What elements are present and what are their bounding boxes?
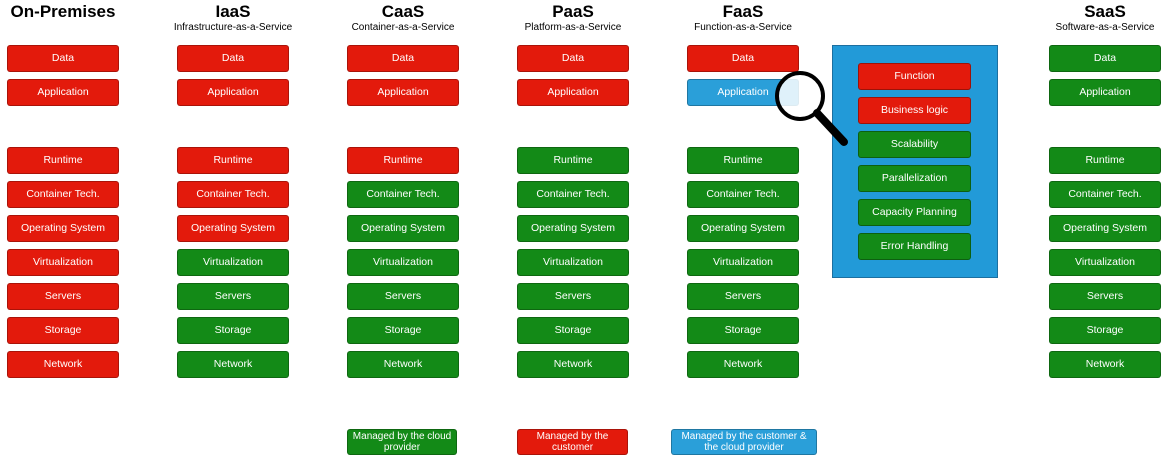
legend-shared: Managed by the customer & the cloud prov… xyxy=(671,429,817,455)
layer-operating-system: Operating System xyxy=(517,215,629,242)
layer-container-tech: Container Tech. xyxy=(1049,181,1161,208)
layer-servers: Servers xyxy=(347,283,459,310)
legend-customer-label: Managed by the customer xyxy=(536,431,609,453)
faas-detail-parallelization: Parallelization xyxy=(858,165,971,192)
layer-runtime: Runtime xyxy=(177,147,289,174)
layer-network: Network xyxy=(1049,351,1161,378)
layer-application: Application xyxy=(177,79,289,106)
layer-application: Application xyxy=(7,79,119,106)
layer-network: Network xyxy=(517,351,629,378)
column-title: SaaS xyxy=(1084,2,1126,21)
layer-storage: Storage xyxy=(1049,317,1161,344)
magnifier-icon xyxy=(775,71,848,146)
layer-operating-system: Operating System xyxy=(687,215,799,242)
layer-servers: Servers xyxy=(7,283,119,310)
layer-application: Application xyxy=(517,79,629,106)
faas-detail-function: Function xyxy=(858,63,971,90)
column-subtitle: Container-as-a-Service xyxy=(351,22,455,33)
layer-application: Application xyxy=(1049,79,1161,106)
layer-container-tech: Container Tech. xyxy=(517,181,629,208)
layer-storage: Storage xyxy=(687,317,799,344)
layer-operating-system: Operating System xyxy=(347,215,459,242)
layer-virtualization: Virtualization xyxy=(687,249,799,276)
layer-container-tech: Container Tech. xyxy=(347,181,459,208)
layer-servers: Servers xyxy=(687,283,799,310)
layer-container-tech: Container Tech. xyxy=(177,181,289,208)
layer-data: Data xyxy=(347,45,459,72)
faas-detail-scalability: Scalability xyxy=(858,131,971,158)
column-title: On-Premises xyxy=(10,2,116,21)
layer-operating-system: Operating System xyxy=(1049,215,1161,242)
faas-detail-error-handling: Error Handling xyxy=(858,233,971,260)
layer-virtualization: Virtualization xyxy=(177,249,289,276)
layer-application: Application xyxy=(347,79,459,106)
layer-network: Network xyxy=(347,351,459,378)
layer-data: Data xyxy=(177,45,289,72)
layer-runtime: Runtime xyxy=(7,147,119,174)
layer-servers: Servers xyxy=(1049,283,1161,310)
layer-runtime: Runtime xyxy=(347,147,459,174)
legend-shared-label: Managed by the customer & the cloud prov… xyxy=(681,431,807,453)
column-title: PaaS xyxy=(552,2,594,21)
column-title: CaaS xyxy=(381,2,425,21)
faas-detail-capacity-planning: Capacity Planning xyxy=(858,199,971,226)
legend-provider-label: Managed by the cloud provider xyxy=(352,431,452,453)
legend-customer: Managed by the customer xyxy=(517,429,628,455)
column-subtitle: Platform-as-a-Service xyxy=(524,22,622,33)
column-subtitle: Software-as-a-Service xyxy=(1055,22,1155,33)
layer-storage: Storage xyxy=(7,317,119,344)
layer-operating-system: Operating System xyxy=(7,215,119,242)
column-title: IaaS xyxy=(215,2,251,21)
layer-data: Data xyxy=(7,45,119,72)
layer-virtualization: Virtualization xyxy=(517,249,629,276)
layer-data: Data xyxy=(1049,45,1161,72)
layer-storage: Storage xyxy=(347,317,459,344)
layer-operating-system: Operating System xyxy=(177,215,289,242)
layer-data: Data xyxy=(687,45,799,72)
layer-virtualization: Virtualization xyxy=(347,249,459,276)
layer-data: Data xyxy=(517,45,629,72)
column-subtitle: Infrastructure-as-a-Service xyxy=(173,22,293,33)
faas-detail-business-logic: Business logic xyxy=(858,97,971,124)
layer-virtualization: Virtualization xyxy=(7,249,119,276)
layer-runtime: Runtime xyxy=(687,147,799,174)
layer-runtime: Runtime xyxy=(517,147,629,174)
layer-storage: Storage xyxy=(517,317,629,344)
layer-container-tech: Container Tech. xyxy=(7,181,119,208)
layer-network: Network xyxy=(177,351,289,378)
column-subtitle: Function-as-a-Service xyxy=(694,22,792,33)
layer-network: Network xyxy=(7,351,119,378)
layer-container-tech: Container Tech. xyxy=(687,181,799,208)
layer-virtualization: Virtualization xyxy=(1049,249,1161,276)
column-title: FaaS xyxy=(722,2,764,21)
layer-runtime: Runtime xyxy=(1049,147,1161,174)
layer-servers: Servers xyxy=(177,283,289,310)
layer-storage: Storage xyxy=(177,317,289,344)
legend-provider: Managed by the cloud provider xyxy=(347,429,457,455)
layer-servers: Servers xyxy=(517,283,629,310)
layer-network: Network xyxy=(687,351,799,378)
